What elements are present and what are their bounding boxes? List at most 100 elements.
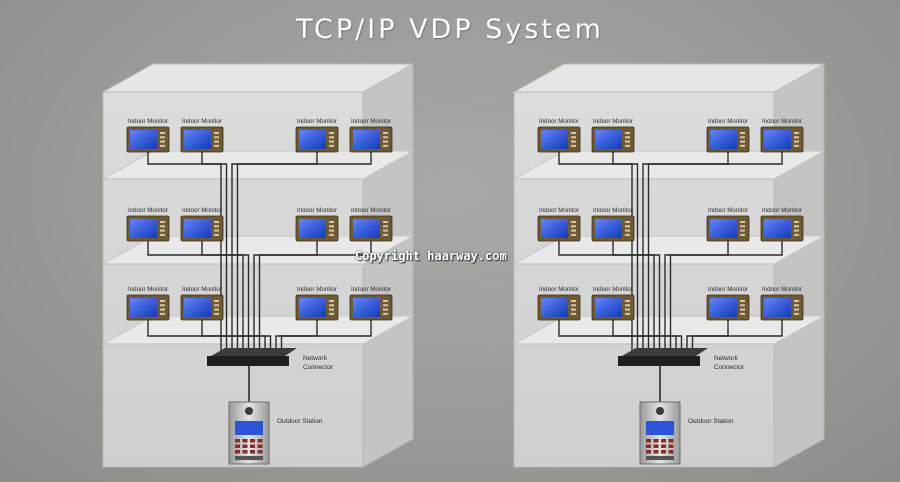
monitor-button xyxy=(214,300,219,302)
monitor-button xyxy=(329,312,334,315)
monitor-button xyxy=(160,136,165,139)
monitor-screen xyxy=(595,219,622,238)
monitor-button xyxy=(794,225,799,228)
monitor-screen xyxy=(130,298,157,317)
floor-slab xyxy=(101,150,415,180)
monitor-button xyxy=(160,312,165,315)
monitor-button xyxy=(625,136,630,139)
building-top-face xyxy=(512,63,826,93)
monitor-button xyxy=(160,233,165,236)
monitor-button xyxy=(214,136,219,139)
monitor-button xyxy=(160,132,165,134)
monitor-button xyxy=(160,225,165,228)
monitor-button xyxy=(571,233,576,236)
monitor-button xyxy=(794,132,799,134)
indoor-monitor-label: Indoor Monitor xyxy=(593,118,633,125)
station-key xyxy=(235,450,240,454)
indoor-monitor-label: Indoor Monitor xyxy=(128,207,168,214)
station-display xyxy=(646,421,674,435)
monitor-button xyxy=(740,304,745,307)
station-key xyxy=(257,439,263,443)
monitor-button xyxy=(794,229,799,232)
monitor-button xyxy=(329,221,334,223)
monitor-button xyxy=(214,225,219,228)
monitor-button xyxy=(740,132,745,134)
station-key xyxy=(646,450,651,454)
outdoor-station-label: Outdoor Station xyxy=(277,418,323,425)
network-cable xyxy=(691,320,783,352)
station-key xyxy=(668,439,674,443)
monitor-button xyxy=(571,308,576,311)
monitor-button xyxy=(329,300,334,302)
network-cable xyxy=(201,152,228,352)
monitor-button xyxy=(160,308,165,311)
network-connector xyxy=(618,356,700,366)
indoor-monitor-label: Indoor Monitor xyxy=(762,207,802,214)
monitor-screen xyxy=(764,130,791,149)
network-cable xyxy=(612,320,683,352)
monitor-button xyxy=(571,144,576,147)
indoor-monitor-label: Indoor Monitor xyxy=(297,118,337,125)
monitor-button xyxy=(794,233,799,236)
monitor-button xyxy=(794,312,799,315)
monitor-button xyxy=(740,225,745,228)
station-key xyxy=(668,450,674,454)
station-key xyxy=(242,439,248,443)
indoor-monitor-label: Indoor Monitor xyxy=(297,286,337,293)
outdoor-station-label: Outdoor Station xyxy=(688,418,734,425)
monitor-button xyxy=(383,229,388,232)
monitor-button xyxy=(794,221,799,223)
monitor-button xyxy=(625,308,630,311)
monitor-button xyxy=(740,229,745,232)
indoor-monitor-label: Indoor Monitor xyxy=(182,118,222,125)
monitor-screen xyxy=(541,130,568,149)
indoor-monitor-label: Indoor Monitor xyxy=(593,286,633,293)
monitor-button xyxy=(740,300,745,302)
station-key xyxy=(653,450,659,454)
indoor-monitor-label: Indoor Monitor xyxy=(539,207,579,214)
network-connector-label-1: Network xyxy=(714,355,739,362)
monitor-button xyxy=(625,312,630,315)
monitor-button xyxy=(160,229,165,232)
station-key xyxy=(250,439,255,443)
indoor-monitor-label: Indoor Monitor xyxy=(182,207,222,214)
monitor-button xyxy=(740,144,745,147)
station-camera xyxy=(245,407,253,415)
monitor-screen xyxy=(710,219,737,238)
network-cable xyxy=(280,320,372,352)
monitor-screen xyxy=(595,130,622,149)
monitor-screen xyxy=(299,298,326,317)
station-key xyxy=(235,439,240,443)
monitor-button xyxy=(329,140,334,143)
monitor-button xyxy=(329,132,334,134)
monitor-button xyxy=(740,308,745,311)
station-key xyxy=(250,450,255,454)
monitor-button xyxy=(214,132,219,134)
indoor-monitor-label: Indoor Monitor xyxy=(351,207,391,214)
monitor-button xyxy=(625,225,630,228)
network-cable xyxy=(147,152,222,352)
monitor-screen xyxy=(130,130,157,149)
network-cable xyxy=(147,241,244,352)
monitor-button xyxy=(214,229,219,232)
monitor-button xyxy=(329,136,334,139)
monitor-button xyxy=(383,132,388,134)
monitor-button xyxy=(383,304,388,307)
station-key xyxy=(250,444,255,448)
monitor-button xyxy=(383,312,388,315)
indoor-monitor-label: Indoor Monitor xyxy=(351,118,391,125)
monitor-screen xyxy=(299,130,326,149)
network-cable xyxy=(258,241,372,352)
station-key xyxy=(257,444,263,448)
network-connector-label-1: Network xyxy=(303,355,328,362)
monitor-button xyxy=(625,304,630,307)
indoor-monitor-label: Indoor Monitor xyxy=(708,286,748,293)
monitor-button xyxy=(571,225,576,228)
monitor-button xyxy=(740,140,745,143)
monitor-button xyxy=(740,312,745,315)
station-camera xyxy=(656,407,664,415)
monitor-button xyxy=(214,312,219,315)
monitor-button xyxy=(160,221,165,223)
monitor-button xyxy=(383,300,388,302)
station-key xyxy=(661,450,666,454)
